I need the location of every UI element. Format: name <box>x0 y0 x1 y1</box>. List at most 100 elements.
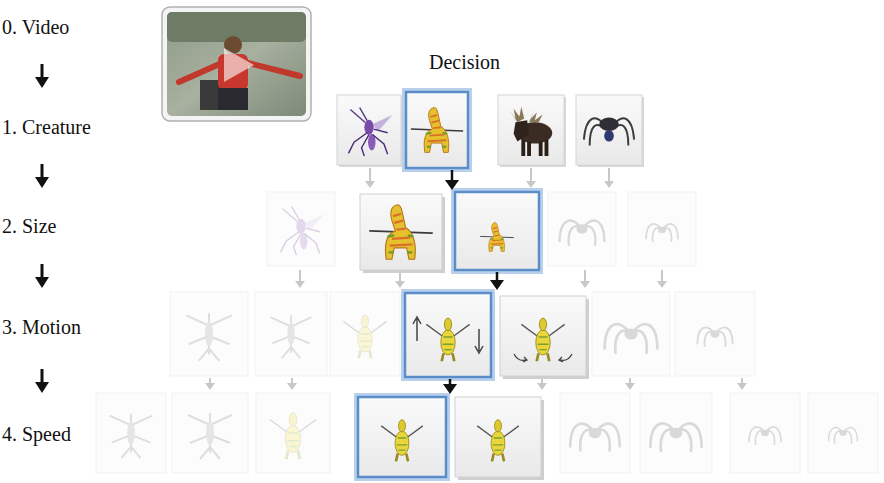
thumbnail-frame <box>560 393 630 473</box>
thumbnail-frame <box>640 393 712 473</box>
arrow-head <box>625 383 635 390</box>
thumbnail-frame <box>808 393 878 473</box>
thumbnail-selected <box>404 90 470 170</box>
arrow-head <box>737 383 747 390</box>
arrow-head <box>295 281 305 288</box>
selection-glow <box>453 190 541 272</box>
dinosaur-creature <box>343 315 386 358</box>
thumbnail-selected <box>356 395 448 479</box>
thumbnail-frame <box>405 293 491 377</box>
thumbnail-frame <box>267 192 335 266</box>
arrow-head <box>395 281 405 288</box>
arrow-shaft <box>41 64 44 78</box>
thumbnail <box>500 296 589 379</box>
spider-creature <box>584 117 634 145</box>
arrow-head <box>443 384 457 394</box>
arrow-shaft <box>41 264 44 278</box>
thumbnail-frame <box>162 7 311 121</box>
selection-glow <box>356 395 448 479</box>
spider-creature <box>829 428 858 444</box>
dinosaur-creature <box>480 223 514 252</box>
thumbnail-frame <box>576 95 642 165</box>
arrow-head <box>35 177 49 188</box>
dinosaur-creature <box>411 108 463 153</box>
dinosaur-creature <box>426 318 469 361</box>
creature-row <box>337 90 644 170</box>
arrow-head <box>35 277 49 288</box>
thumbnail <box>576 95 644 167</box>
insect-creature <box>186 313 231 361</box>
motion-arrows <box>514 354 572 362</box>
arrow-head <box>205 383 215 390</box>
arrow-head <box>445 180 459 190</box>
step-label: 3. Motion <box>2 315 81 339</box>
video-scene <box>167 12 306 116</box>
video-thumbnail <box>162 7 311 121</box>
branch-arrows <box>205 168 747 390</box>
selection-glow <box>403 291 493 379</box>
mosquito-creature <box>280 207 324 256</box>
arrow-head <box>490 280 504 290</box>
spider-creature <box>570 424 620 452</box>
thumbnail-frame <box>256 393 330 473</box>
branch-arrow <box>608 168 610 182</box>
dinosaur-creature <box>369 205 432 259</box>
moose-creature <box>510 107 553 156</box>
thumbnail <box>337 95 403 167</box>
thumbnail-frame <box>330 292 400 376</box>
dinosaur-creature <box>521 318 564 361</box>
decision-arrows <box>443 170 504 394</box>
branch-arrow <box>369 168 371 182</box>
thumbnail-selected <box>453 190 541 272</box>
step-label: 1. Creature <box>2 115 91 139</box>
dinosaur-creature <box>270 413 316 459</box>
thumbnail-frame <box>592 292 670 376</box>
dinosaur-creature <box>381 420 423 462</box>
branch-arrow <box>584 270 586 282</box>
thumbnail-frame <box>360 194 442 270</box>
motion-row <box>403 291 589 379</box>
branch-arrow <box>661 270 663 282</box>
size-row <box>360 190 541 273</box>
thumbnail-frame <box>337 95 401 165</box>
arrow-head <box>35 382 49 393</box>
play-button <box>224 48 254 82</box>
thumbnail-frame <box>498 95 564 165</box>
arrow-head <box>580 281 590 288</box>
thumbnail-frame <box>455 192 539 270</box>
thumbnail-frame <box>500 296 586 376</box>
thumbnail-selected <box>403 291 493 379</box>
step-label: 2. Size <box>2 214 56 238</box>
arrow-head <box>526 181 536 188</box>
spider-creature <box>697 327 732 347</box>
thumbnail-frame <box>358 397 446 477</box>
spider-creature <box>560 221 605 246</box>
video-legs <box>218 88 248 110</box>
step-label: 4. Speed <box>2 422 71 446</box>
thumbnail-frame <box>96 393 166 473</box>
arrow-head <box>287 383 297 390</box>
thumbnail-frame <box>548 192 616 266</box>
thumbnail-frame <box>628 192 696 266</box>
thumbnail <box>498 95 566 167</box>
thumbnail-frame <box>170 292 248 376</box>
insect-creature <box>188 413 232 459</box>
arrow-head <box>657 281 667 288</box>
dinosaur-creature <box>477 420 519 462</box>
thumbnail-frame <box>455 397 541 477</box>
spider-creature <box>749 427 781 445</box>
thumbnail-frame <box>255 292 327 376</box>
spider-creature <box>605 324 658 354</box>
spider-creature <box>646 224 678 242</box>
arrow-head <box>537 383 547 390</box>
arrow-head <box>365 181 375 188</box>
thumbnail-frame <box>730 393 800 473</box>
insect-creature <box>270 315 311 358</box>
selection-glow <box>404 90 470 170</box>
arrow-head <box>35 77 49 88</box>
heading: Decision <box>429 50 500 74</box>
speed-row <box>356 395 544 480</box>
motion-arrows <box>413 317 483 353</box>
arrow-shaft <box>41 369 44 383</box>
